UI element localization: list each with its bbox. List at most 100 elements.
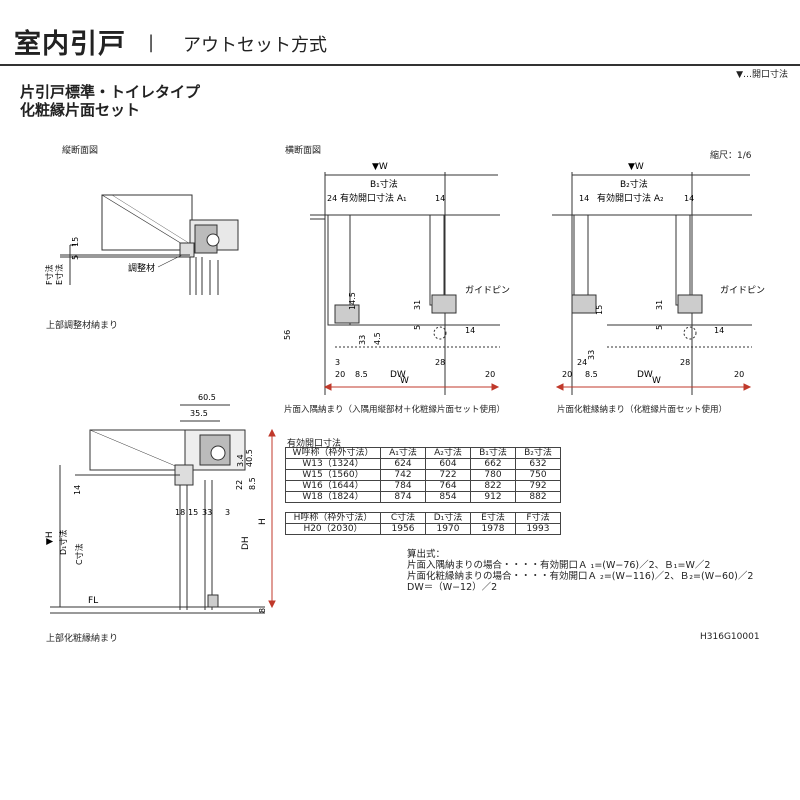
height-dimension-table: H呼称（枠外寸法） C寸法 D₁寸法 E寸法 F寸法 H20（2030） 195…	[285, 512, 561, 535]
dim-31-2: 31	[655, 300, 664, 310]
table-cell: 1978	[470, 523, 516, 535]
c-dim-label: C寸法	[74, 543, 84, 565]
table-cell: 792	[515, 480, 561, 492]
page-title: 室内引戸	[14, 29, 126, 60]
column-header: W呼称（枠外寸法）	[285, 447, 381, 459]
table-cell: 632	[515, 458, 561, 470]
dim-15: 15	[71, 237, 80, 247]
table-cell: H20（2030）	[285, 523, 381, 535]
scale-label: 縮尺：1/6	[710, 151, 752, 161]
dim-20-2b: 20	[734, 370, 744, 379]
dim-35-5: 35.5	[190, 409, 208, 418]
dim-28-2: 28	[680, 358, 690, 367]
dim-14-left: 14	[579, 194, 589, 203]
trim-fit-detail: ▼W B₂寸法 有効開口寸法 A₂ 14 14 ガイドピン 15 5 31 33…	[552, 162, 765, 395]
dim-5-2: 5	[655, 325, 664, 330]
table-cell: 822	[470, 480, 516, 492]
product-variant: 化粧縁片面セット	[20, 101, 141, 119]
table-cell: 662	[470, 458, 516, 470]
table-cell: W13（1324）	[285, 458, 381, 470]
f-dim-label: F寸法	[44, 264, 54, 285]
dim-14-c2: 14	[714, 326, 724, 335]
dim-20-1: 20	[335, 370, 345, 379]
dim-18: 18	[175, 508, 185, 517]
w-label-1b: W	[400, 376, 409, 386]
dim-22: 22	[235, 480, 244, 490]
page-subtitle: アウトセット方式	[183, 35, 327, 56]
table-cell: 722	[425, 469, 471, 481]
formula-heading: 算出式：	[407, 549, 446, 560]
column-header: B₂寸法	[515, 447, 561, 459]
w-label-1: ▼W	[372, 162, 388, 172]
dim-5: 5	[71, 255, 80, 260]
a2-label: 有効開口寸法 A₂	[597, 192, 664, 204]
column-header: H呼称（枠外寸法）	[285, 512, 381, 524]
product-name: 片引戸標準・トイレタイプ	[20, 83, 201, 101]
dim-33-v: 33	[202, 508, 212, 517]
top-trim-caption: 上部化粧縁納まり	[46, 634, 119, 644]
dim-4-5: 4.5	[373, 332, 382, 345]
top-adjust-caption: 上部調整材納まり	[46, 321, 119, 331]
column-header: D₁寸法	[425, 512, 471, 524]
trim-fit-caption: 片面化粧縁納まり（化粧縁片面セット使用）	[557, 405, 728, 415]
table-header-row: H呼称（枠外寸法） C寸法 D₁寸法 E寸法 F寸法	[285, 512, 561, 524]
dim-14-5: 14.5	[348, 292, 357, 310]
dim-31-1: 31	[413, 300, 422, 310]
width-dimension-table: W呼称（枠外寸法） A₁寸法 A₂寸法 B₁寸法 B₂寸法 W13（1324） …	[285, 447, 561, 503]
formula-line-3: DW＝（W−12）／2	[407, 582, 498, 593]
table-cell: 624	[380, 458, 426, 470]
table-header-row: W呼称（枠外寸法） A₁寸法 A₂寸法 B₁寸法 B₂寸法	[285, 447, 561, 459]
dim-8-5-1: 8.5	[355, 370, 368, 379]
table-cell: W16（1644）	[285, 480, 381, 492]
table-cell: 1993	[515, 523, 561, 535]
table-cell: 780	[470, 469, 516, 481]
header-rule	[0, 64, 800, 66]
top-adjust-detail: F寸法 E寸法 15 5 調整材	[44, 194, 239, 295]
dim-8-5-2: 8.5	[585, 370, 598, 379]
table-row: W18（1824） 874 854 912 882	[285, 491, 561, 503]
dim-8: 8	[258, 608, 267, 613]
b1-label: B₁寸法	[370, 178, 398, 190]
table-cell: 874	[380, 491, 426, 503]
dim-60-5: 60.5	[198, 393, 216, 402]
dim-3-1: 3	[335, 358, 340, 367]
w-label-2b: W	[652, 376, 661, 386]
dim-33: 33	[358, 335, 367, 345]
dim-15-2: 15	[595, 305, 604, 315]
dim-20-1b: 20	[485, 370, 495, 379]
table-row: W13（1324） 624 604 662 632	[285, 458, 561, 470]
table-cell: 604	[425, 458, 471, 470]
h-tri-label: ▼H	[45, 531, 55, 545]
dw-label-1: DW	[390, 370, 406, 380]
dim-33-2: 33	[587, 350, 596, 360]
corner-fit-caption: 片面入隅納まり（入隅用縦部材＋化粧縁片面セット使用）	[284, 405, 506, 415]
fl-label: FL	[88, 596, 98, 606]
table-row: W15（1560） 742 722 780 750	[285, 469, 561, 481]
dim-14: 14	[435, 194, 445, 203]
table-cell: 854	[425, 491, 471, 503]
dim-14-v: 14	[73, 485, 82, 495]
drawing-code: H316G10001	[700, 632, 760, 642]
legend-note: ▼…開口寸法	[736, 70, 788, 80]
vertical-section-label: 縦断面図	[62, 146, 99, 156]
title-separator: |	[148, 32, 155, 53]
table-cell: 1970	[425, 523, 471, 535]
column-header: E寸法	[470, 512, 516, 524]
table-cell: 912	[470, 491, 516, 503]
a1-label: 有効開口寸法 A₁	[340, 192, 407, 204]
dim-40-5: 40.5	[245, 449, 254, 467]
corner-fit-detail: ▼W B₁寸法 有効開口寸法 A₁ 24 14 ガイドピン 56 14.5 33…	[283, 162, 510, 395]
dim-14-c1: 14	[465, 326, 475, 335]
dim-56: 56	[283, 330, 292, 340]
w-label-2: ▼W	[628, 162, 644, 172]
table-cell: 750	[515, 469, 561, 481]
top-trim-detail: 60.5 35.5 3.4 40.5 22 8.5 14 18 15 33 3 …	[45, 393, 276, 614]
table-cell: W18（1824）	[285, 491, 381, 503]
formula-line-1: 片面入隅納まりの場合・・・・有効開口Ａ ₁=(W−76)／2、Ｂ₁=W／2	[407, 560, 711, 571]
table-row: H20（2030） 1956 1970 1978 1993	[285, 523, 561, 535]
table-cell: 882	[515, 491, 561, 503]
column-header: A₂寸法	[425, 447, 471, 459]
h-label: H	[258, 518, 268, 525]
dim-28-1: 28	[435, 358, 445, 367]
dim-3-4: 3.4	[236, 454, 245, 467]
